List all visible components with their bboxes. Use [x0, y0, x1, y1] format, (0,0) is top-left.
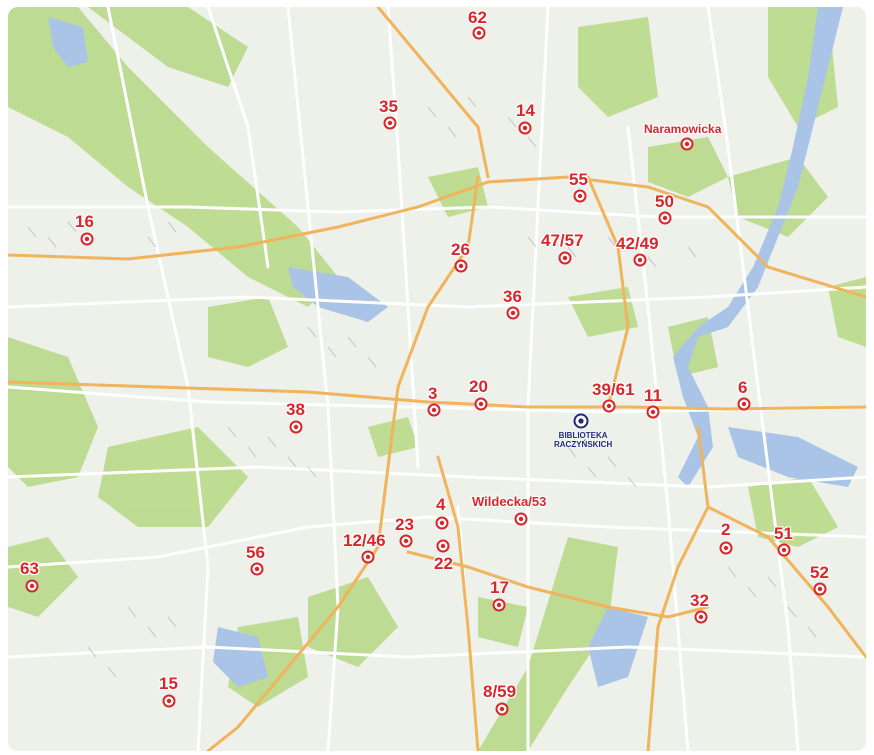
marker-label-35[interactable]: 35 — [379, 97, 398, 116]
marker-label-12-46[interactable]: 12/46 — [343, 531, 386, 550]
map-marker-icon-63[interactable] — [25, 579, 39, 593]
map-marker-icon-16[interactable] — [80, 232, 94, 246]
marker-label-4[interactable]: 4 — [436, 495, 446, 514]
map-marker-icon-52[interactable] — [813, 582, 827, 596]
map-marker-icon-8-59[interactable] — [495, 702, 509, 716]
map-marker-icon-4[interactable] — [435, 516, 449, 530]
marker-label-2[interactable]: 2 — [721, 520, 731, 539]
marker-label-14[interactable]: 14 — [516, 101, 535, 120]
library-marker-icon[interactable] — [573, 413, 589, 429]
water-bodies — [48, 7, 858, 687]
map-marker-icon-51[interactable] — [777, 543, 791, 557]
map-marker-icon-15[interactable] — [162, 694, 176, 708]
marker-label-39-61[interactable]: 39/61 — [592, 380, 635, 399]
marker-label-63[interactable]: 63 — [20, 559, 39, 578]
marker-label-17[interactable]: 17 — [490, 578, 509, 597]
library-label-line1: BIBLIOTEKA — [558, 431, 608, 440]
map-marker-icon-56[interactable] — [250, 562, 264, 576]
marker-label-26[interactable]: 26 — [451, 240, 470, 259]
marker-label-22[interactable]: 22 — [434, 554, 453, 573]
map-background — [8, 7, 866, 751]
marker-label-56[interactable]: 56 — [246, 543, 265, 562]
marker-label-36[interactable]: 36 — [503, 287, 522, 306]
map-marker-icon-38[interactable] — [289, 420, 303, 434]
map-marker-icon-36[interactable] — [506, 306, 520, 320]
map-marker-icon-39-61[interactable] — [602, 399, 616, 413]
library-label-line2: RACZYŃSKICH — [554, 440, 613, 449]
map-marker-icon-17[interactable] — [492, 598, 506, 612]
map-marker-icon-35[interactable] — [383, 116, 397, 130]
map-marker-icon-55[interactable] — [573, 189, 587, 203]
marker-label-20[interactable]: 20 — [469, 377, 488, 396]
marker-label-38[interactable]: 38 — [286, 400, 305, 419]
marker-label-51[interactable]: 51 — [774, 524, 793, 543]
map-marker-icon-42-49[interactable] — [633, 253, 647, 267]
map-marker-icon-20[interactable] — [474, 397, 488, 411]
marker-label-3[interactable]: 3 — [428, 384, 438, 403]
marker-label-42-49[interactable]: 42/49 — [616, 234, 659, 253]
street-texture — [27, 96, 817, 678]
map-marker-icon-47-57[interactable] — [558, 251, 572, 265]
marker-label-8-59[interactable]: 8/59 — [483, 682, 517, 701]
marker-label-wildecka-53[interactable]: Wildecka/53 — [472, 494, 547, 509]
map-marker-icon-12-46[interactable] — [361, 550, 375, 564]
map-marker-icon-2[interactable] — [719, 541, 733, 555]
map-marker-icon-naramowicka[interactable] — [680, 137, 694, 151]
marker-label-15[interactable]: 15 — [159, 674, 178, 693]
map-marker-icon-23[interactable] — [399, 534, 413, 548]
marker-label-16[interactable]: 16 — [75, 212, 94, 231]
map-marker-icon-6[interactable] — [737, 397, 751, 411]
marker-label-naramowicka[interactable]: Naramowicka — [644, 122, 722, 136]
map-marker-icon-wildecka-53[interactable] — [514, 512, 528, 526]
marker-label-62[interactable]: 62 — [468, 8, 487, 27]
marker-label-52[interactable]: 52 — [810, 563, 829, 582]
map-marker-icon-50[interactable] — [658, 211, 672, 225]
map-marker-icon-32[interactable] — [694, 610, 708, 624]
map-marker-icon-11[interactable] — [646, 405, 660, 419]
map-marker-icon-62[interactable] — [472, 26, 486, 40]
map-marker-icon-26[interactable] — [454, 259, 468, 273]
marker-label-23[interactable]: 23 — [395, 515, 414, 534]
marker-label-11[interactable]: 11 — [644, 386, 662, 405]
marker-label-47-57[interactable]: 47/57 — [541, 231, 584, 250]
marker-label-55[interactable]: 55 — [569, 170, 588, 189]
map-marker-icon-14[interactable] — [518, 121, 532, 135]
map-marker-icon-22[interactable] — [436, 539, 450, 553]
map-marker-icon-3[interactable] — [427, 403, 441, 417]
marker-label-6[interactable]: 6 — [738, 378, 748, 397]
marker-label-50[interactable]: 50 — [655, 192, 674, 211]
marker-label-32[interactable]: 32 — [690, 591, 709, 610]
